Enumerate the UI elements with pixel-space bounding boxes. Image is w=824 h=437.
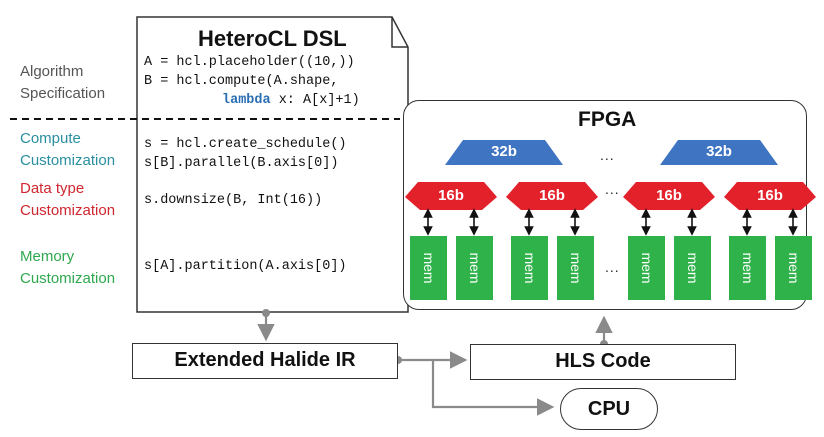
- lambda-body: x: A[x]+1): [270, 93, 360, 108]
- mem-block-5: mem: [628, 236, 665, 300]
- hls-code-box: HLS Code: [470, 344, 736, 380]
- mem-block-7: mem: [729, 236, 766, 300]
- mid-unit-label-3: 16b: [656, 187, 682, 204]
- code-line-partition: s[A].partition(A.axis[0]): [144, 259, 347, 274]
- lambda-keyword: lambda: [222, 93, 271, 108]
- ellipsis-bottom: ...: [605, 259, 620, 275]
- datatype-label-line1: Data type: [20, 180, 85, 197]
- ellipsis-middle: ...: [605, 181, 620, 197]
- mid-unit-label-2: 16b: [539, 187, 565, 204]
- compute-label-line1: Compute: [20, 130, 81, 147]
- mem-block-8: mem: [775, 236, 812, 300]
- code-line-downsize: s.downsize(B, Int(16)): [144, 193, 323, 208]
- code-line-compute: B = hcl.compute(A.shape,: [144, 74, 339, 89]
- mid-unit-label-4: 16b: [757, 187, 783, 204]
- top-unit-label-right: 32b: [706, 143, 732, 160]
- mem-block-1: mem: [410, 236, 447, 300]
- algorithm-label-line2: Specification: [20, 85, 106, 102]
- code-line-placeholder: A = hcl.placeholder((10,)): [144, 55, 355, 70]
- code-line-schedule: s = hcl.create_schedule(): [144, 137, 347, 152]
- compute-label-line2: Customization: [20, 152, 116, 169]
- mem-block-6: mem: [674, 236, 711, 300]
- mem-block-3: mem: [511, 236, 548, 300]
- ellipsis-top: ...: [600, 147, 615, 163]
- code-line-lambda: lambda x: A[x]+1): [222, 93, 360, 108]
- memory-label-line2: Customization: [20, 270, 116, 287]
- dsl-title: HeteroCL DSL: [198, 26, 347, 51]
- top-unit-label-left: 32b: [491, 143, 517, 160]
- mem-block-2: mem: [456, 236, 493, 300]
- memory-label-line1: Memory: [20, 248, 75, 265]
- code-line-parallel: s[B].parallel(B.axis[0]): [144, 156, 339, 171]
- algorithm-label-line1: Algorithm: [20, 63, 84, 80]
- mid-unit-label-1: 16b: [438, 187, 464, 204]
- extended-halide-ir-box: Extended Halide IR: [132, 343, 398, 379]
- mem-block-4: mem: [557, 236, 594, 300]
- cpu-node: CPU: [560, 388, 658, 430]
- fpga-title: FPGA: [578, 108, 637, 131]
- datatype-label-line2: Customization: [20, 202, 116, 219]
